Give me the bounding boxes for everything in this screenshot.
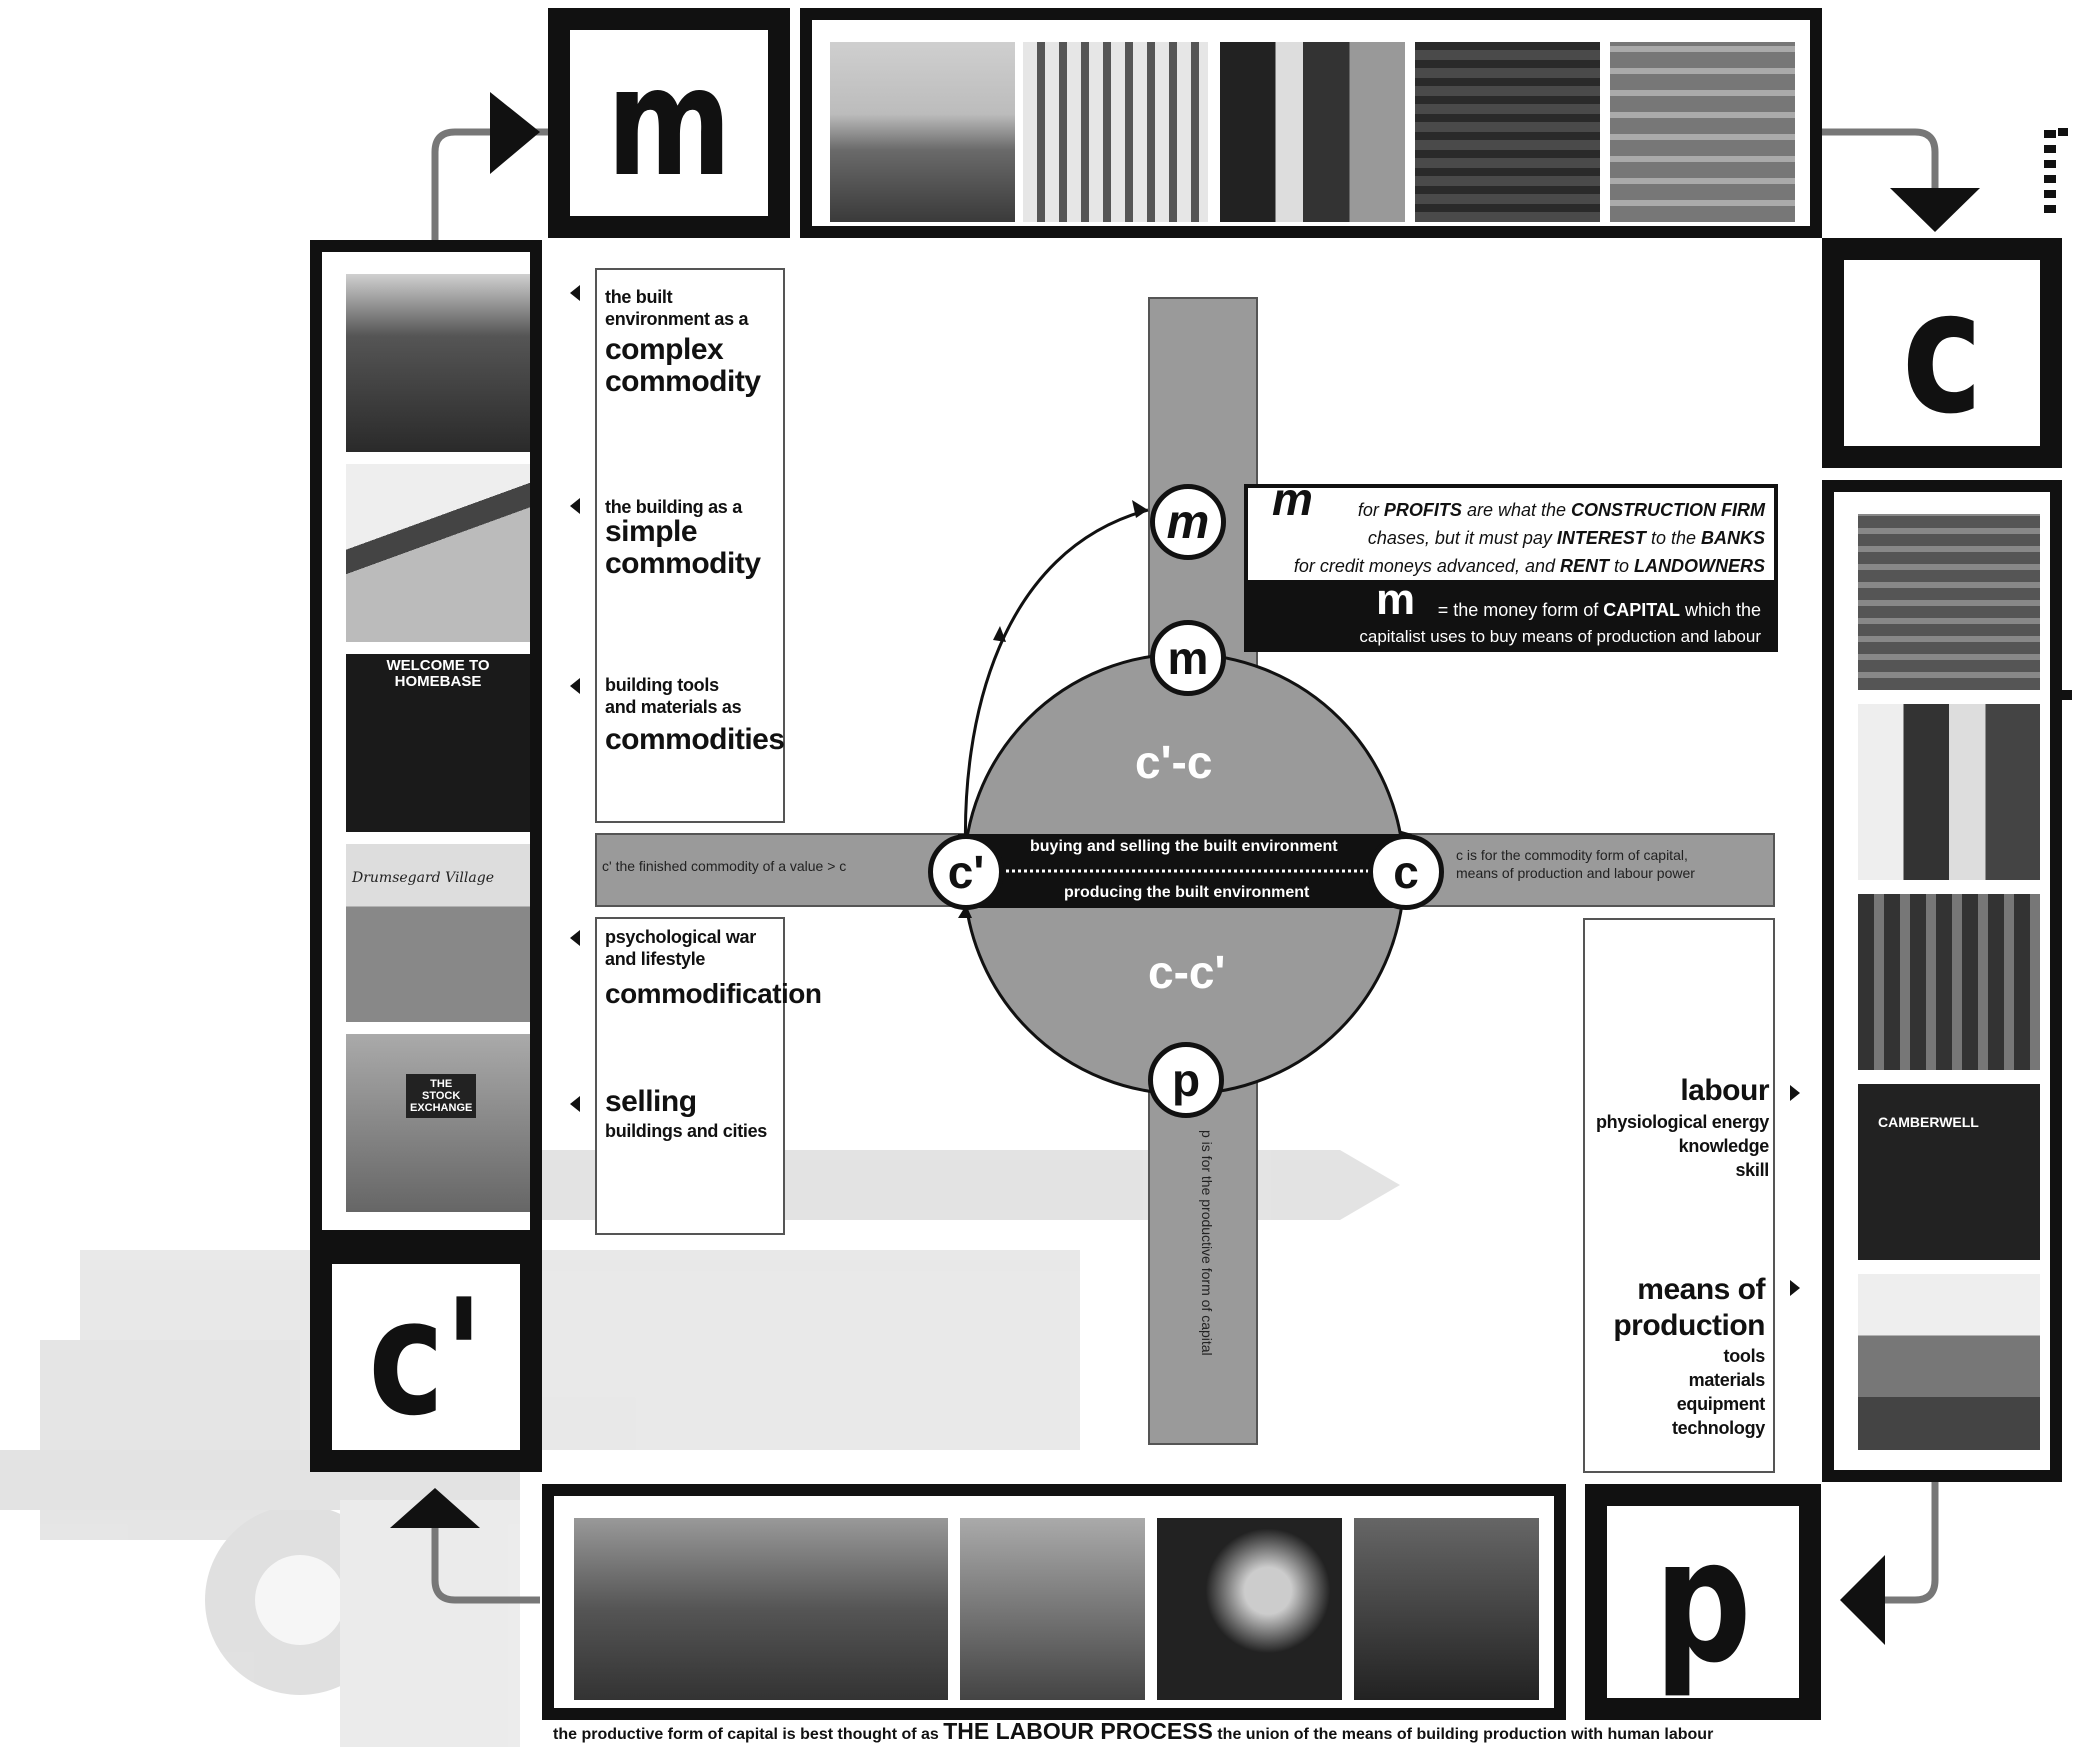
band-bottom-text: producing the built environment — [1064, 884, 1310, 901]
bottom-photo-strip — [542, 1484, 1566, 1720]
footer-caption: the productive form of capital is best t… — [553, 1718, 1714, 1744]
pointer-left-1 — [570, 285, 580, 301]
brick-stacks-photo — [1858, 514, 2040, 690]
top-photo-strip — [800, 8, 1822, 238]
label-lifestyle-big: commodification — [605, 978, 822, 1009]
pointer-left-4 — [570, 930, 580, 946]
profits-line-2: chases, but it must pay INTEREST to the … — [1367, 528, 1765, 548]
profits-m-letter: m — [1272, 473, 1313, 525]
right-bar-text: c is for the commodity form of capital, … — [1456, 847, 1695, 881]
curtained-window-photo — [1858, 894, 2040, 1070]
corner-box-c-prime: c' — [310, 1242, 542, 1472]
money-line-1: = the money form of CAPITAL which the — [1437, 600, 1761, 620]
label-built-environment-big: complex commodity — [605, 333, 761, 398]
footer-labour-process: THE LABOUR PROCESS — [943, 1718, 1213, 1744]
label-labour-big: labour — [1680, 1074, 1769, 1107]
protest-banner-photo: CAMBERWELL — [1858, 1084, 2040, 1260]
construction-site-photo — [1858, 1274, 2040, 1450]
profits-line-1: for PROFITS are what the CONSTRUCTION FI… — [1357, 500, 1765, 520]
node-m: m — [1150, 620, 1226, 696]
label-tools-big: commodities — [605, 723, 785, 756]
stock-exchange-photo: THE STOCK EXCHANGE — [346, 1034, 530, 1212]
label-selling-small: buildings and cities — [605, 1121, 768, 1141]
office-facade-photo — [1023, 42, 1208, 222]
left-commodification-box — [595, 917, 785, 1235]
node-p: p — [1148, 1042, 1224, 1118]
pointer-left-3 — [570, 678, 580, 694]
pointer-left-5 — [570, 1096, 580, 1112]
arrow-into-c — [1890, 188, 1980, 232]
label-tools-small: building tools and materials as — [605, 675, 742, 717]
label-lifestyle-small: psychological war and lifestyle — [605, 927, 756, 969]
city-skyline-photo — [830, 42, 1015, 222]
profits-line-3: for credit moneys advanced, and RENT to … — [1293, 556, 1765, 576]
label-building-small: the building as a — [605, 497, 742, 517]
village-sign-photo: Drumsegard Village — [346, 844, 530, 1022]
foundry-workers-photo — [1354, 1518, 1539, 1700]
profits-box — [1244, 484, 1778, 584]
node-c: c — [1368, 834, 1444, 910]
welding-photo — [1157, 1518, 1342, 1700]
city-aerial-photo — [346, 274, 530, 452]
money-m-letter: m — [1376, 575, 1416, 624]
label-building-big: simple commodity — [605, 515, 761, 580]
protest-banner-text: CAMBERWELL — [1878, 1114, 1979, 1130]
pointer-right-2 — [1790, 1280, 1800, 1296]
money-line-2: capitalist uses to buy means of producti… — [1359, 627, 1761, 646]
left-commodity-box — [595, 268, 785, 823]
node-m-top: m — [1150, 484, 1226, 560]
homebase-store-photo: WELCOME TO HOMEBASE — [346, 654, 530, 832]
corner-box-m: m — [548, 8, 790, 238]
corner-box-c: c — [1822, 238, 2062, 468]
label-built-environment-small: the built environment as a — [605, 287, 749, 329]
brick-building-photo — [1610, 42, 1795, 222]
label-labour-small: physiological energy knowledge skill — [1595, 1112, 1769, 1180]
workers-photo — [1858, 704, 2040, 880]
house-photo — [346, 464, 530, 642]
background-truck-image — [0, 1150, 1400, 1747]
label-selling-big: selling — [605, 1085, 697, 1118]
circle-lower-label: c-c' — [1148, 946, 1226, 998]
left-bar-text: c' the finished commodity of a value > c — [602, 858, 847, 874]
pointer-right-1 — [1790, 1085, 1800, 1101]
village-sign-text: Drumsegard Village — [352, 870, 494, 886]
arrow-into-m — [490, 92, 540, 174]
right-photo-strip: CAMBERWELL — [1822, 480, 2062, 1482]
left-photo-strip: WELCOME TO HOMEBASE Drumsegard Village T… — [310, 240, 542, 1242]
horizontal-bar-right — [1400, 833, 1775, 907]
node-c-prime: c' — [928, 834, 1004, 910]
arrow-into-p — [1840, 1555, 1885, 1645]
money-box — [1244, 584, 1778, 652]
label-means-small: tools materials equipment technology — [1671, 1346, 1765, 1438]
stock-exchange-sign-text: THE STOCK EXCHANGE — [406, 1074, 477, 1118]
label-means-big: means of production — [1613, 1273, 1765, 1342]
band-top-text: buying and selling the built environment — [1030, 838, 1338, 855]
window-cleaner-photo — [1415, 42, 1600, 222]
arrow-into-c-prime — [390, 1488, 480, 1528]
workers-digging-photo — [960, 1518, 1145, 1700]
circle-upper-label: c'-c — [1135, 736, 1213, 788]
skyscrapers-photo — [1220, 42, 1405, 222]
labourers-site-photo — [574, 1518, 948, 1700]
corner-box-p: p — [1585, 1484, 1821, 1720]
right-labour-box — [1583, 918, 1775, 1473]
homebase-sign-text: WELCOME TO HOMEBASE — [386, 657, 490, 690]
pointer-left-2 — [570, 498, 580, 514]
